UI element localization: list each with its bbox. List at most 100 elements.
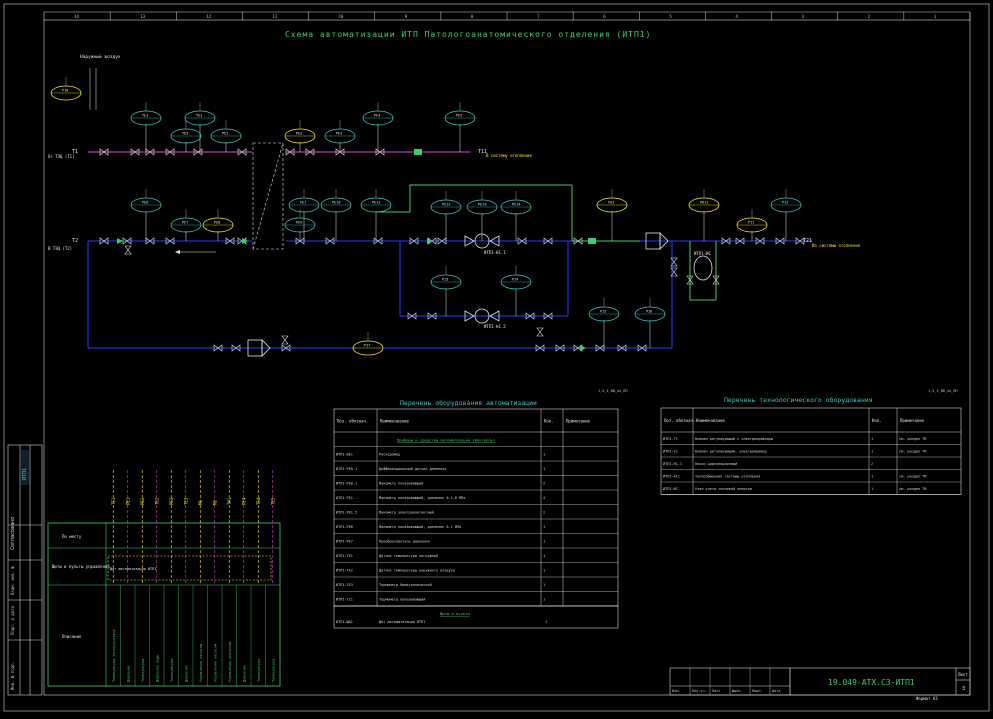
ti-box-line [89, 68, 97, 110]
table-cell: ИТП1-ТЕ1 [336, 554, 353, 558]
valve-half-right [309, 148, 315, 156]
pipe-t11-tag: Т11 [478, 149, 487, 155]
return-pipe [87, 240, 812, 349]
table-cell: ИТП1-РЕ7 [336, 539, 353, 543]
valve-half-left [237, 237, 243, 245]
table-cell: ИТП1-РЕ1.5 [336, 510, 357, 514]
table-cell: ИТП1-РЕ0.1 [336, 481, 357, 485]
table-cell: 1 [543, 539, 545, 543]
side-strip-marks: ИТП1 [21, 450, 29, 485]
valve-half-right [149, 148, 155, 156]
inlet-return-label: В ТЭЦ (Т2) [48, 246, 72, 251]
valve-half-left [543, 312, 549, 320]
table-cell: Расходомер [379, 452, 400, 456]
sheet-number: 3 [962, 686, 965, 692]
table-cell: Манометр электроконтактный [379, 510, 434, 514]
table-header: Кол. [872, 418, 882, 423]
instrument-tag: TE1 [142, 114, 148, 118]
valves [99, 148, 805, 352]
valve-half-right [559, 344, 565, 352]
table-cell: 1 [543, 467, 545, 471]
border-number: 5 [669, 14, 672, 19]
valve-half-right [285, 344, 291, 352]
table-cell: см. раздел ТМ [899, 449, 926, 453]
table-section: Щиты и пульты [440, 611, 470, 616]
valve-half-right [103, 237, 109, 245]
legend-description: Температура [141, 659, 145, 682]
border-number: 11 [273, 14, 278, 19]
legend-description: Давление [242, 665, 246, 682]
check-valve [580, 345, 586, 351]
flow-arrow-head [175, 250, 180, 254]
table-cell: см. раздел ТМ [899, 474, 926, 478]
valve-half-right [431, 312, 437, 320]
valve-half-right [241, 148, 247, 156]
table-cell: 1 [543, 554, 545, 558]
table-cell: Теплообменник системы отопления [695, 473, 760, 478]
instrument-tag: PI5 [600, 310, 606, 314]
instrument-tag: PE5 [456, 114, 462, 118]
valve-half-right [641, 344, 647, 352]
legend-col-tag: ТЕ4 [256, 497, 261, 505]
valve-half-right [547, 312, 553, 320]
valve-vertical [670, 261, 678, 267]
valve-vertical [281, 335, 289, 341]
valve-half-right [759, 237, 765, 245]
table-cell: Насос циркуляционный [695, 462, 737, 466]
check-valve [242, 238, 248, 244]
table-cell: ИТП1-ЩА1 [336, 620, 353, 624]
valve-half-left [573, 344, 579, 352]
valve-half-right [235, 344, 241, 352]
valve-vertical [281, 339, 289, 345]
legend-description: Управление клапаном [228, 641, 232, 682]
cabinet-box [107, 555, 272, 581]
table-cell: 2 [543, 510, 545, 514]
instrument-tag: PE9 [296, 221, 302, 225]
pipe-t21-tag: Т21 [803, 238, 812, 244]
strainers [414, 149, 596, 244]
table-cell: ИТП1-Т2 [663, 449, 678, 453]
border-number: 12 [206, 14, 211, 19]
table-cell: ИТП1-ИС [663, 487, 678, 491]
legend-row-label: По месту [62, 534, 82, 539]
note-a: 1,5_3_ВВ_4х_ПП [598, 389, 628, 393]
sheet-label: Лист [958, 672, 968, 677]
table-cell: Щит автоматизации ИТП1 [379, 620, 425, 624]
legend-col-tag: РЕ3 [169, 497, 174, 505]
outlet-t21-label: Из системы отопления [812, 243, 860, 248]
table-cell: см. раздел ТМ [899, 437, 926, 441]
legend-description: Температура [257, 659, 261, 682]
valve-half-left [193, 148, 199, 156]
table-cell: ИТП1-ТЕ3 [336, 583, 353, 587]
table-cell: Узел учета тепловой энергии [695, 487, 752, 491]
valve-half-right [149, 237, 155, 245]
table-header: Примечание [900, 418, 925, 423]
heating-pipe [376, 184, 717, 301]
instrument-tag: PE11 [372, 201, 380, 205]
table-cell: ИТП1-ВЕ1 [336, 452, 353, 456]
table-cell: ИТП1-ТЕ2 [336, 568, 353, 572]
legend-description: Давление [184, 665, 188, 682]
instrument-tag: PE2 [296, 132, 302, 136]
border-number: 7 [537, 14, 540, 19]
table-cell: Манометр показывающий, диапазон 0-1 МПа [379, 525, 461, 529]
valve-half-left [99, 237, 105, 245]
instrument-tag: PE3 [336, 132, 342, 136]
valve-half-left [617, 344, 623, 352]
valve-half-right [413, 237, 419, 245]
table-cell: 1 [543, 597, 545, 601]
instrument-tag: PI2 [782, 201, 788, 205]
instrument-tag: PI4 [512, 278, 518, 282]
valve-half-left [755, 237, 761, 245]
table-cell: ИТП1-РЕ0.1 [336, 467, 357, 471]
legend-description: Температура теплоносителя [112, 629, 116, 682]
instrument-tag: PI8 [62, 89, 68, 93]
table-cell: 1 [543, 583, 545, 587]
valve-half-right [521, 237, 527, 245]
valve-half-right [229, 237, 235, 245]
